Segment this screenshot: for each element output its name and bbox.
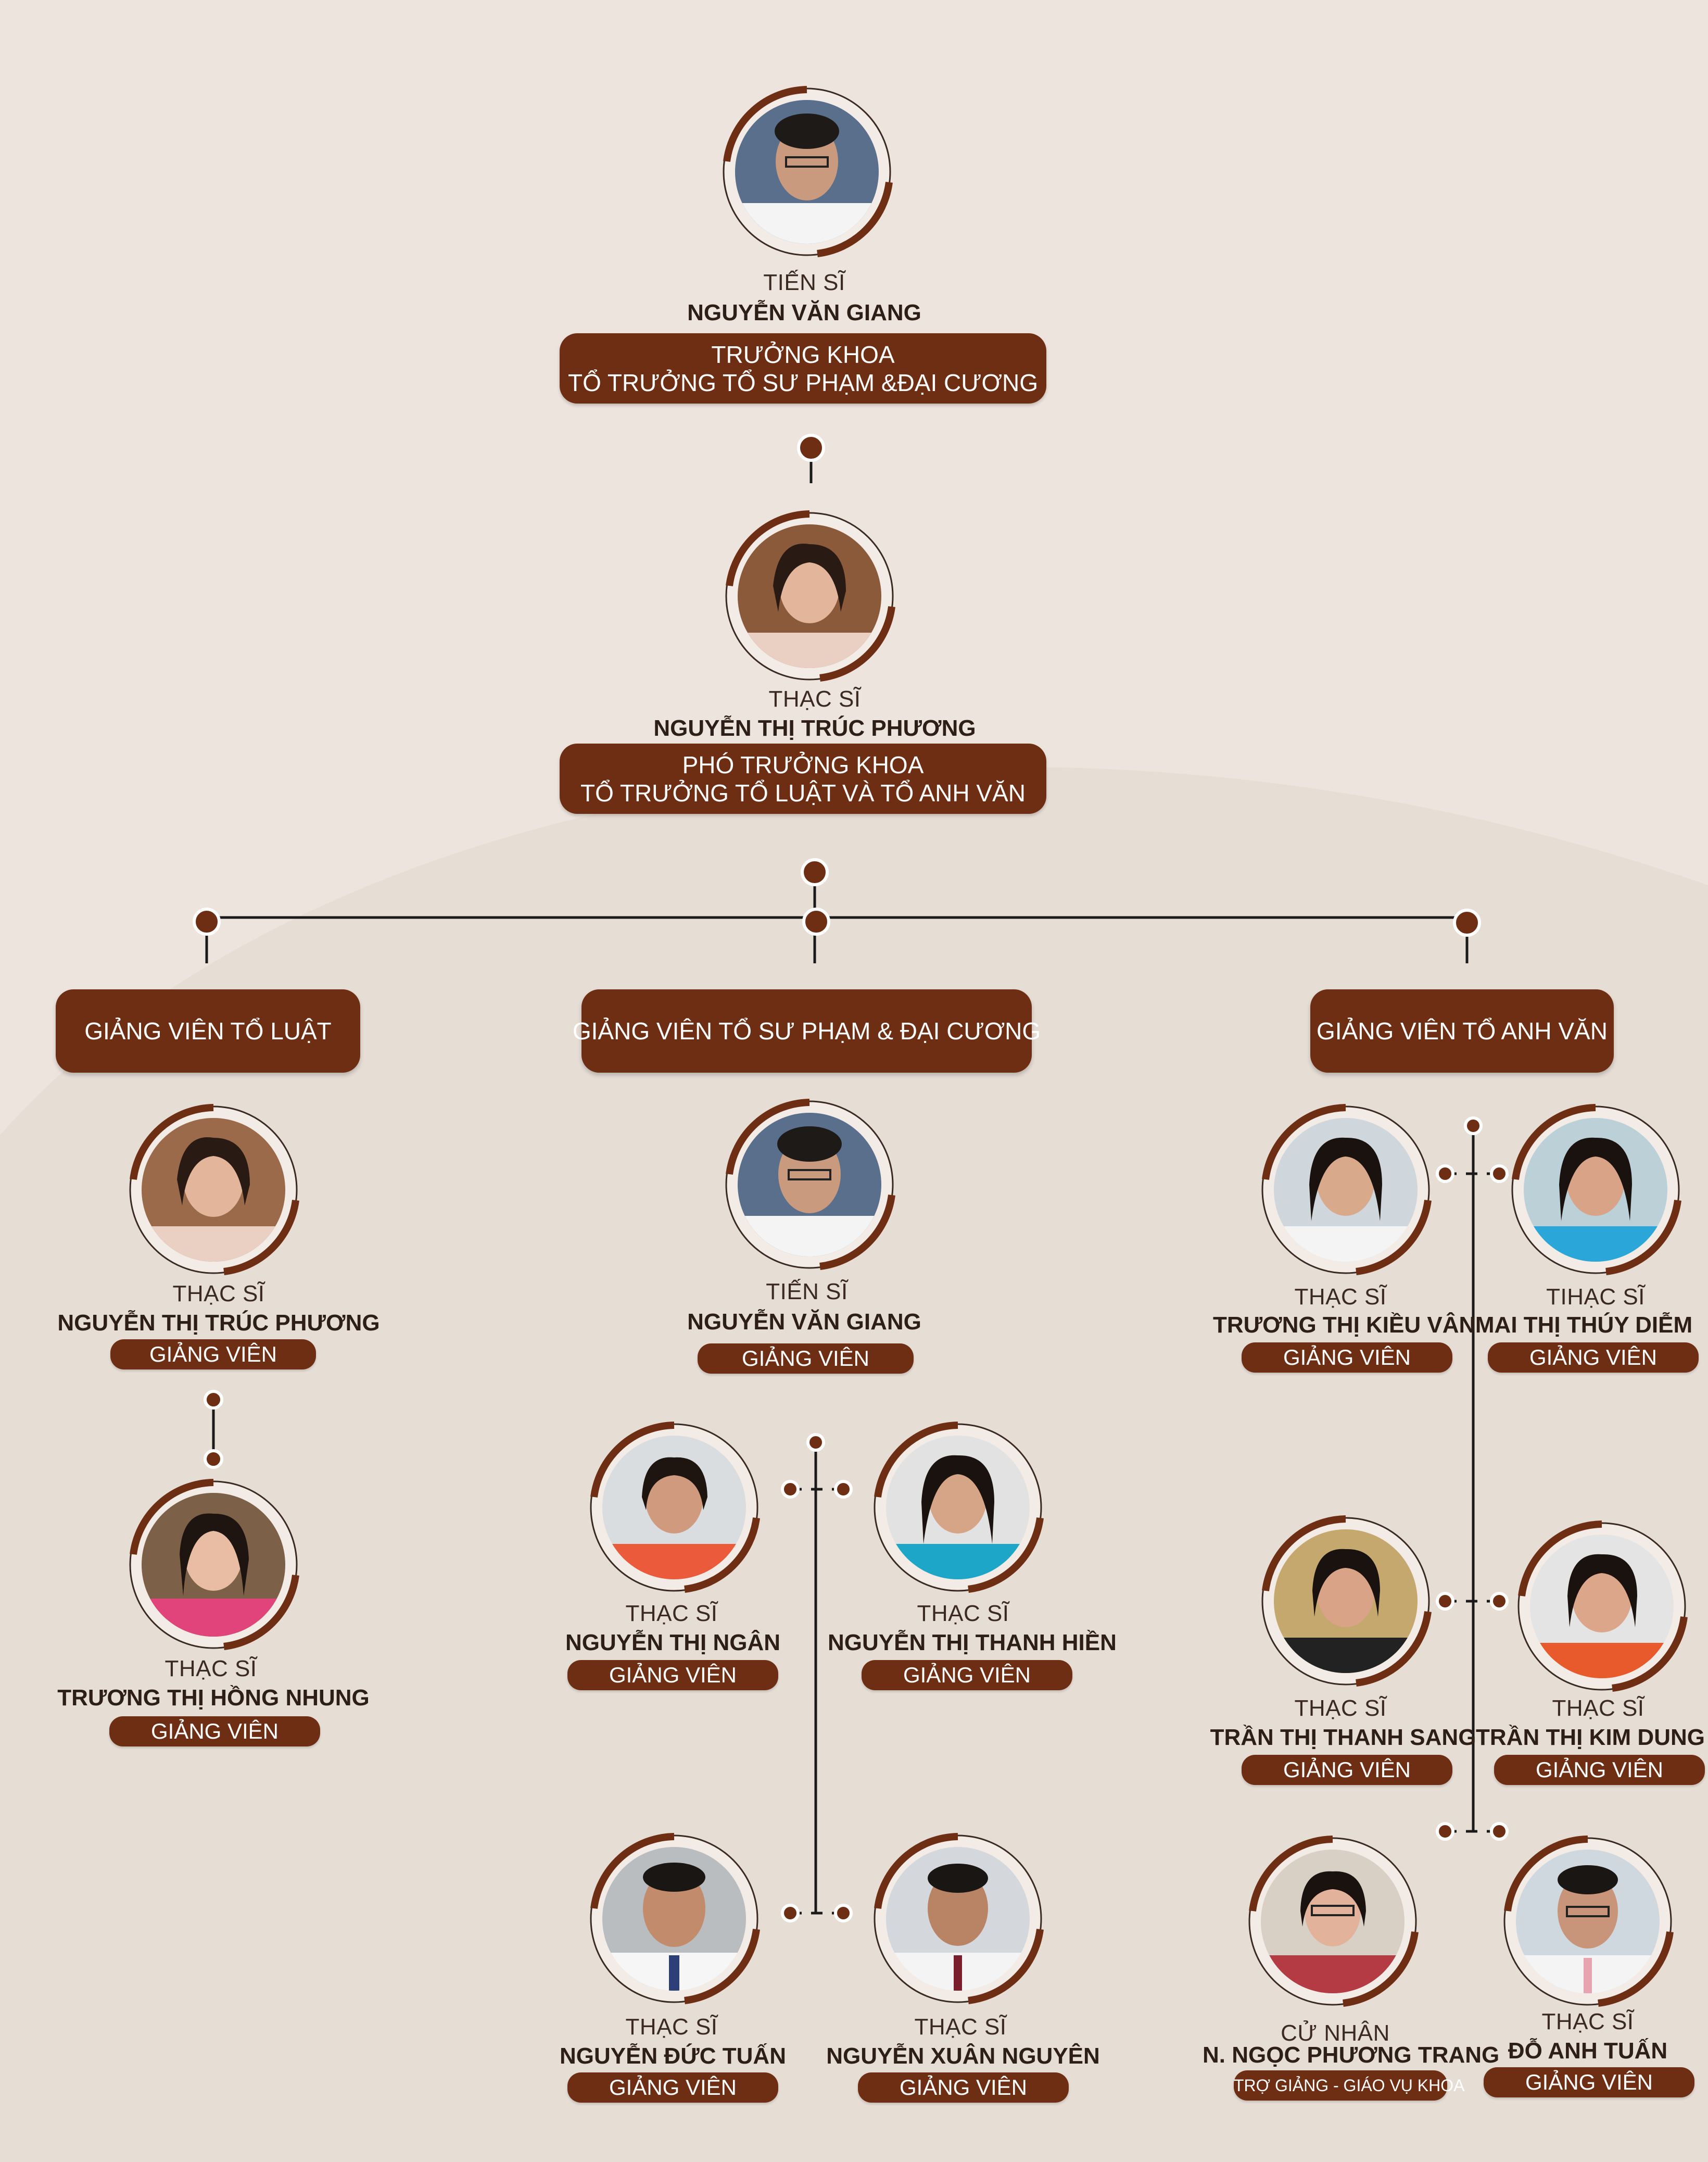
english-member-3-role: GIẢNG VIÊN xyxy=(1242,1755,1452,1785)
english-member-3-name: TRẦN THỊ THANH SANG xyxy=(1210,1725,1476,1750)
law-member-2-photo xyxy=(125,1476,302,1653)
vice-dean-role-line2: TỔ TRƯỞNG TỔ LUẬT VÀ TỔ ANH VĂN xyxy=(580,779,1026,807)
dean-role-line2: TỔ TRƯỞNG TỔ SƯ PHẠM &ĐẠI CƯƠNG xyxy=(568,369,1038,396)
english-member-6-role: GIẢNG VIÊN xyxy=(1484,2067,1694,2097)
english-member-1-role: GIẢNG VIÊN xyxy=(1242,1342,1452,1373)
pedagogy-member-3-name: NGUYỄN THỊ THANH HIỀN xyxy=(828,1630,1117,1655)
dean-role-box: TRƯỞNG KHOA TỔ TRƯỞNG TỔ SƯ PHẠM &ĐẠI CƯ… xyxy=(560,333,1046,404)
english-member-2-role: GIẢNG VIÊN xyxy=(1488,1342,1699,1373)
pedagogy-member-5-degree: THẠC SĨ xyxy=(914,2014,1007,2040)
english-member-3-degree: THẠC SĨ xyxy=(1294,1695,1387,1721)
pedagogy-member-1-name: NGUYỄN VĂN GIANG xyxy=(687,1309,921,1335)
pedagogy-member-5-name: NGUYỄN XUÂN NGUYÊN xyxy=(826,2043,1100,2069)
law-member-1-role: GIẢNG VIÊN xyxy=(110,1339,316,1369)
group-pedagogy-header: GIẢNG VIÊN TỔ SƯ PHẠM & ĐẠI CƯƠNG xyxy=(573,989,1041,1073)
english-member-2-photo xyxy=(1507,1101,1684,1278)
english-member-1-name: TRƯƠNG THỊ KIỀU VÂN xyxy=(1213,1312,1476,1338)
english-member-4-photo xyxy=(1513,1518,1690,1695)
vice-dean-role-line1: PHÓ TRƯỞNG KHOA xyxy=(682,751,924,778)
pedagogy-member-5-role: GIẢNG VIÊN xyxy=(858,2072,1069,2103)
group-english-header: GIẢNG VIÊN TỔ ANH VĂN xyxy=(1310,989,1614,1073)
group-law-header: GIẢNG VIÊN TỔ LUẬT xyxy=(56,989,360,1073)
law-member-2-role: GIẢNG VIÊN xyxy=(109,1716,320,1746)
dean-photo xyxy=(718,83,895,260)
vice-dean-degree: THẠC SĨ xyxy=(768,686,861,712)
vice-dean-photo xyxy=(721,508,898,685)
vice-dean-name: NGUYỄN THỊ TRÚC PHƯƠNG xyxy=(653,715,976,741)
pedagogy-member-2-role: GIẢNG VIÊN xyxy=(567,1660,778,1690)
pedagogy-member-4-photo xyxy=(586,1830,763,2007)
pedagogy-member-3-degree: THẠC SĨ xyxy=(917,1601,1009,1626)
law-member-2-degree: THẠC SĨ xyxy=(165,1656,257,1681)
pedagogy-member-3-photo xyxy=(869,1419,1046,1596)
pedagogy-member-4-degree: THẠC SĨ xyxy=(625,2014,718,2040)
dean-role-line1: TRƯỞNG KHOA xyxy=(711,341,895,368)
pedagogy-member-2-degree: THẠC SĨ xyxy=(625,1601,718,1626)
law-member-1-photo xyxy=(125,1101,302,1278)
english-member-4-degree: THẠC SĨ xyxy=(1552,1695,1644,1721)
pedagogy-member-1-degree: TIẾN SĨ xyxy=(766,1279,848,1304)
english-member-5-photo xyxy=(1244,1833,1421,2010)
english-member-5-name: N. NGỌC PHƯƠNG TRANG xyxy=(1203,2042,1500,2068)
pedagogy-member-4-role: GIẢNG VIÊN xyxy=(567,2072,778,2103)
vice-dean-role-box: PHÓ TRƯỞNG KHOA TỔ TRƯỞNG TỔ LUẬT VÀ TỔ … xyxy=(560,744,1046,814)
pedagogy-member-2-photo xyxy=(586,1419,763,1596)
english-member-5-degree: CỬ NHÂN xyxy=(1281,2020,1390,2046)
english-member-3-photo xyxy=(1257,1513,1434,1690)
english-member-4-name: TRẦN THỊ KIM DUNG xyxy=(1476,1725,1705,1750)
english-member-6-photo xyxy=(1499,1833,1676,2010)
pedagogy-member-3-role: GIẢNG VIÊN xyxy=(862,1660,1072,1690)
law-member-1-name: NGUYỄN THỊ TRÚC PHƯƠNG xyxy=(57,1310,380,1336)
english-member-5-role: TRỢ GIẢNG - GIÁO VỤ KHOA xyxy=(1234,2070,1464,2101)
dean-degree: TIẾN SĨ xyxy=(763,270,845,295)
english-member-1-photo xyxy=(1257,1101,1434,1278)
english-member-4-role: GIẢNG VIÊN xyxy=(1494,1755,1705,1785)
pedagogy-member-2-name: NGUYỄN THỊ NGÂN xyxy=(565,1630,781,1655)
english-member-1-degree: THẠC SĨ xyxy=(1294,1284,1387,1310)
law-member-1-degree: THẠC SĨ xyxy=(172,1281,265,1306)
pedagogy-member-5-photo xyxy=(869,1830,1046,2007)
english-member-6-degree: THẠC SĨ xyxy=(1541,2009,1634,2034)
law-member-2-name: TRƯƠNG THỊ HỒNG NHUNG xyxy=(57,1685,370,1711)
english-member-6-name: ĐỖ ANH TUẤN xyxy=(1508,2038,1668,2064)
english-member-2-degree: TIHẠC SĨ xyxy=(1546,1284,1645,1310)
pedagogy-member-1-role: GIẢNG VIÊN xyxy=(698,1343,914,1374)
english-member-2-name: MAI THỊ THÚY DIỄM xyxy=(1475,1312,1693,1338)
pedagogy-member-1-photo xyxy=(721,1096,898,1273)
dean-name: NGUYỄN VĂN GIANG xyxy=(687,300,921,325)
pedagogy-member-4-name: NGUYỄN ĐỨC TUẤN xyxy=(560,2043,786,2069)
